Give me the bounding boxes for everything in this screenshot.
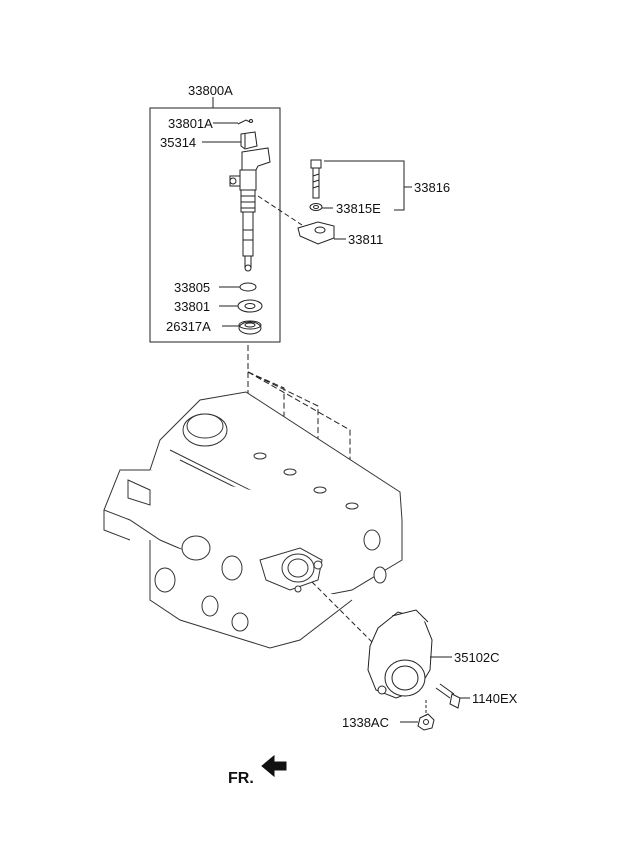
clamp-33811 [297,221,335,245]
label-35102C: 35102C [454,650,500,665]
washer-33801 [237,299,263,313]
label-33805: 33805 [174,280,211,295]
label-33815E: 33815E [336,201,381,216]
label-35314: 35314 [160,135,197,150]
nut-1338AC [417,713,435,731]
seal-26317A [238,320,262,335]
injector [229,147,271,272]
label-33816: 33816 [414,180,451,195]
front-label: FR. [228,770,254,787]
front-arrow-icon [261,754,287,778]
clamp-dashed-line [257,195,303,226]
label-33801: 33801 [174,299,211,314]
label-1140EX: 1140EX [472,691,518,706]
clip-33801A [237,119,253,125]
bolt-33816 [310,159,322,199]
bracket-33816 [324,160,405,211]
bolt-1140EX [435,683,461,709]
label-1338AC: 1338AC [342,715,389,730]
throttle-body-35102C [367,609,433,699]
injector-assembly-box [149,107,281,343]
oring-33805 [239,282,257,292]
label-33800A: 33800A [188,83,233,98]
washer-33815E [309,203,323,211]
label-33801A: 33801A [168,116,213,131]
label-26317A: 26317A [166,319,211,334]
label-33811: 33811 [348,232,384,247]
holder-35314 [240,131,258,150]
throttle-dashed-line [311,581,393,663]
engine-block [103,391,403,649]
